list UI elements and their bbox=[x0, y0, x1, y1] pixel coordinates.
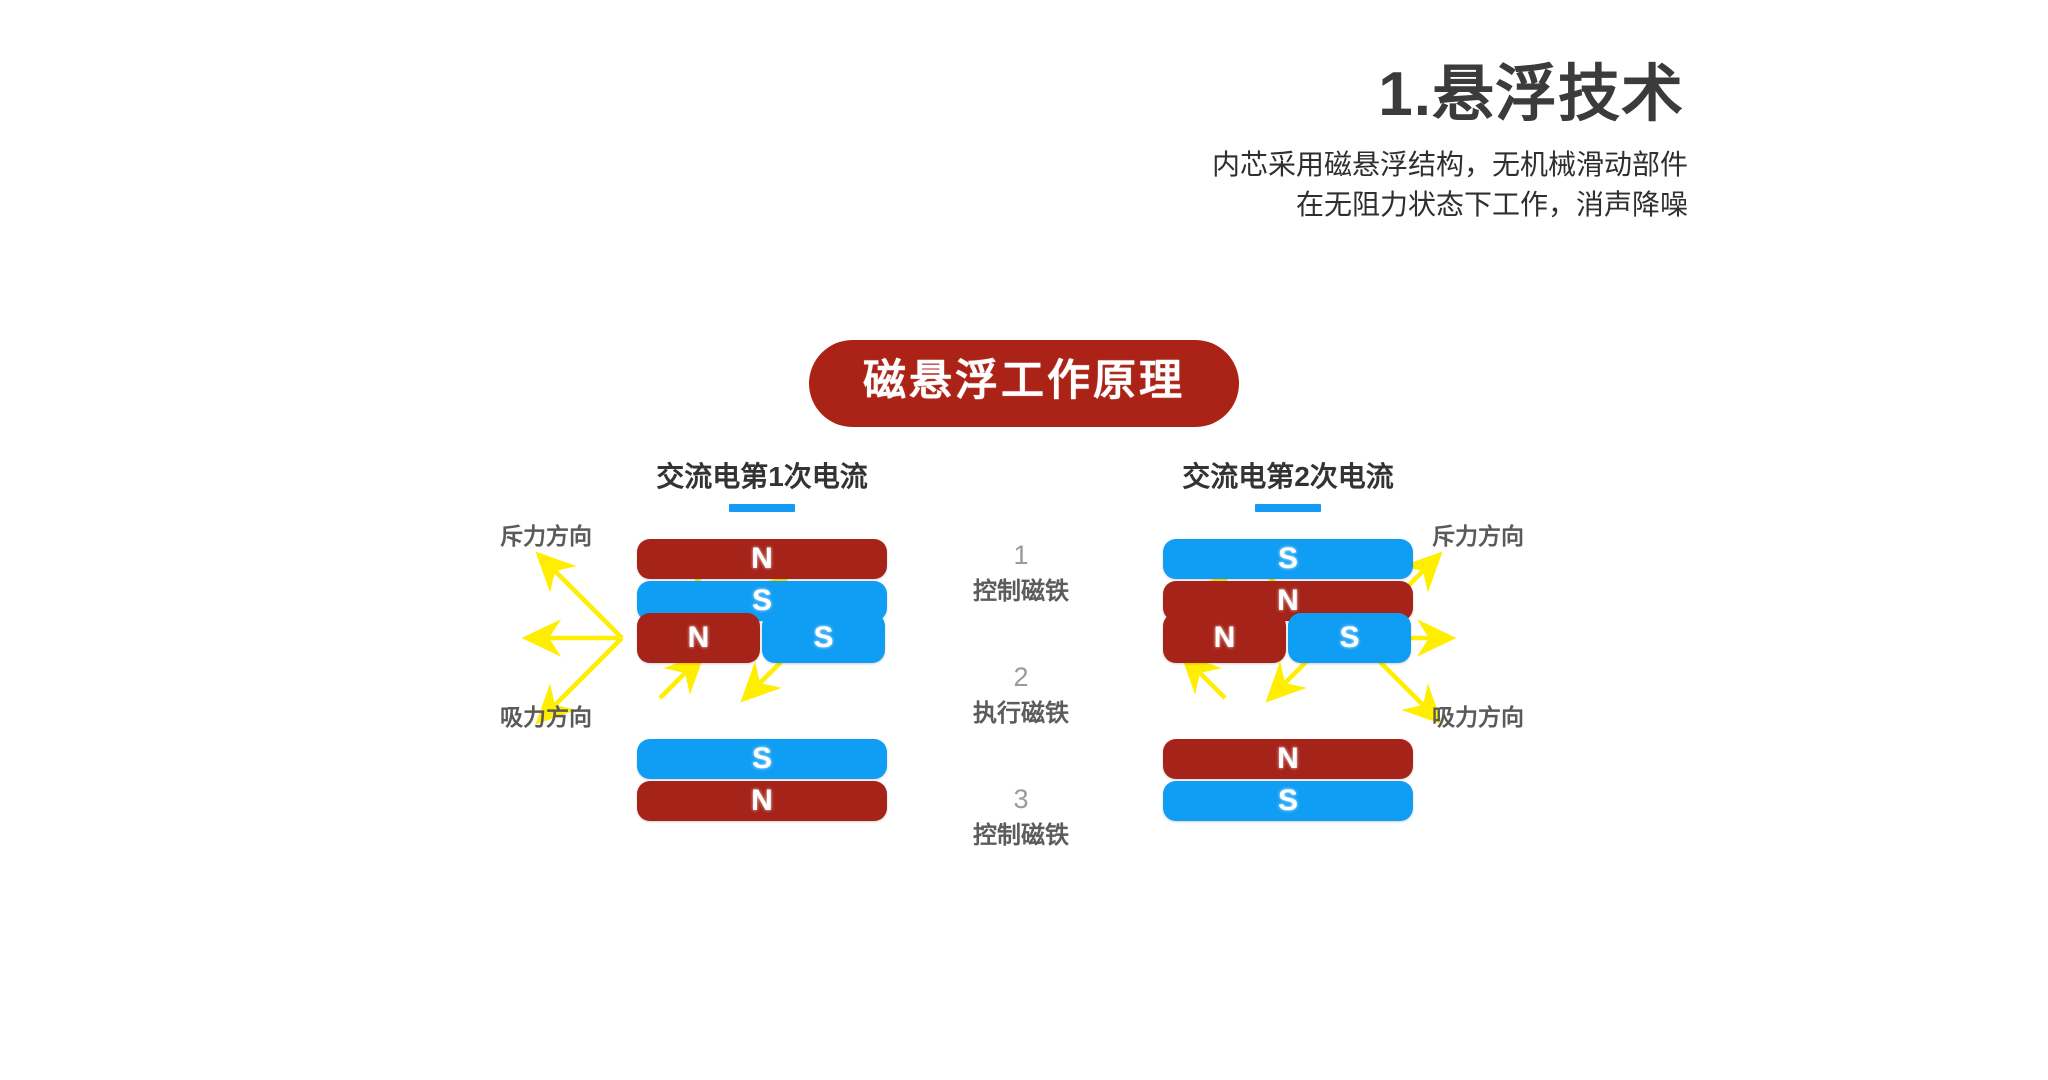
magnet-right-r3-b2: S bbox=[1163, 781, 1413, 821]
banner-container: 磁悬浮工作原理 bbox=[0, 340, 2048, 428]
center-label-3-name: 控制磁铁 bbox=[973, 821, 1069, 849]
center-label-3-number: 3 bbox=[1013, 784, 1029, 814]
center-label-3: 3 控制磁铁 bbox=[921, 783, 1121, 851]
center-label-1-name: 控制磁铁 bbox=[973, 577, 1069, 605]
center-label-2: 2 执行磁铁 bbox=[921, 661, 1121, 729]
center-label-1: 1 控制磁铁 bbox=[921, 539, 1121, 607]
section-banner: 磁悬浮工作原理 bbox=[809, 340, 1239, 428]
force-label-left-repulsion: 斥力方向 bbox=[500, 523, 592, 549]
magnet-right-r2-b2: S bbox=[1288, 613, 1411, 663]
column-header-right-rule bbox=[1255, 504, 1321, 512]
center-label-2-name: 执行磁铁 bbox=[973, 699, 1069, 727]
magnet-left-r3-b2: N bbox=[637, 781, 887, 821]
force-label-right-attraction: 吸力方向 bbox=[1432, 704, 1524, 730]
subtitle-line-2: 在无阻力状态下工作，消声降噪 bbox=[1295, 188, 1688, 220]
subtitle-line-1: 内芯采用磁悬浮结构，无机械滑动部件 bbox=[1211, 149, 1688, 181]
force-label-right-repulsion: 斥力方向 bbox=[1432, 523, 1524, 549]
force-label-left-attraction: 吸力方向 bbox=[500, 704, 592, 730]
page-header: 1.悬浮技术 内芯采用磁悬浮结构，无机械滑动部件 在无阻力状态下工作，消声降噪 bbox=[0, 58, 1688, 225]
column-header-left: 交流电第1次电流 bbox=[572, 455, 952, 512]
center-label-2-number: 2 bbox=[1013, 662, 1029, 692]
column-header-left-text: 交流电第1次电流 bbox=[656, 461, 868, 492]
page-title: 1.悬浮技术 bbox=[1378, 60, 1684, 129]
magnetic-levitation-diagram: 交流电第1次电流 交流电第2次电流 N S N S S N S N N S N … bbox=[0, 455, 2048, 1015]
column-header-right-text: 交流电第2次电流 bbox=[1182, 461, 1394, 492]
magnet-left-r2-b1: N bbox=[637, 613, 760, 663]
column-header-right: 交流电第2次电流 bbox=[1098, 455, 1478, 512]
column-header-left-rule bbox=[729, 504, 795, 512]
magnet-right-r2-b1: N bbox=[1163, 613, 1286, 663]
page-subtitle: 内芯采用磁悬浮结构，无机械滑动部件 在无阻力状态下工作，消声降噪 bbox=[0, 145, 1688, 225]
magnet-left-r1-b1: N bbox=[637, 539, 887, 579]
magnet-right-r1-b1: S bbox=[1163, 539, 1413, 579]
center-label-1-number: 1 bbox=[1013, 540, 1029, 570]
magnet-left-r3-b1: S bbox=[637, 739, 887, 779]
magnet-right-r3-b1: N bbox=[1163, 739, 1413, 779]
magnet-left-r2-b2: S bbox=[762, 613, 885, 663]
